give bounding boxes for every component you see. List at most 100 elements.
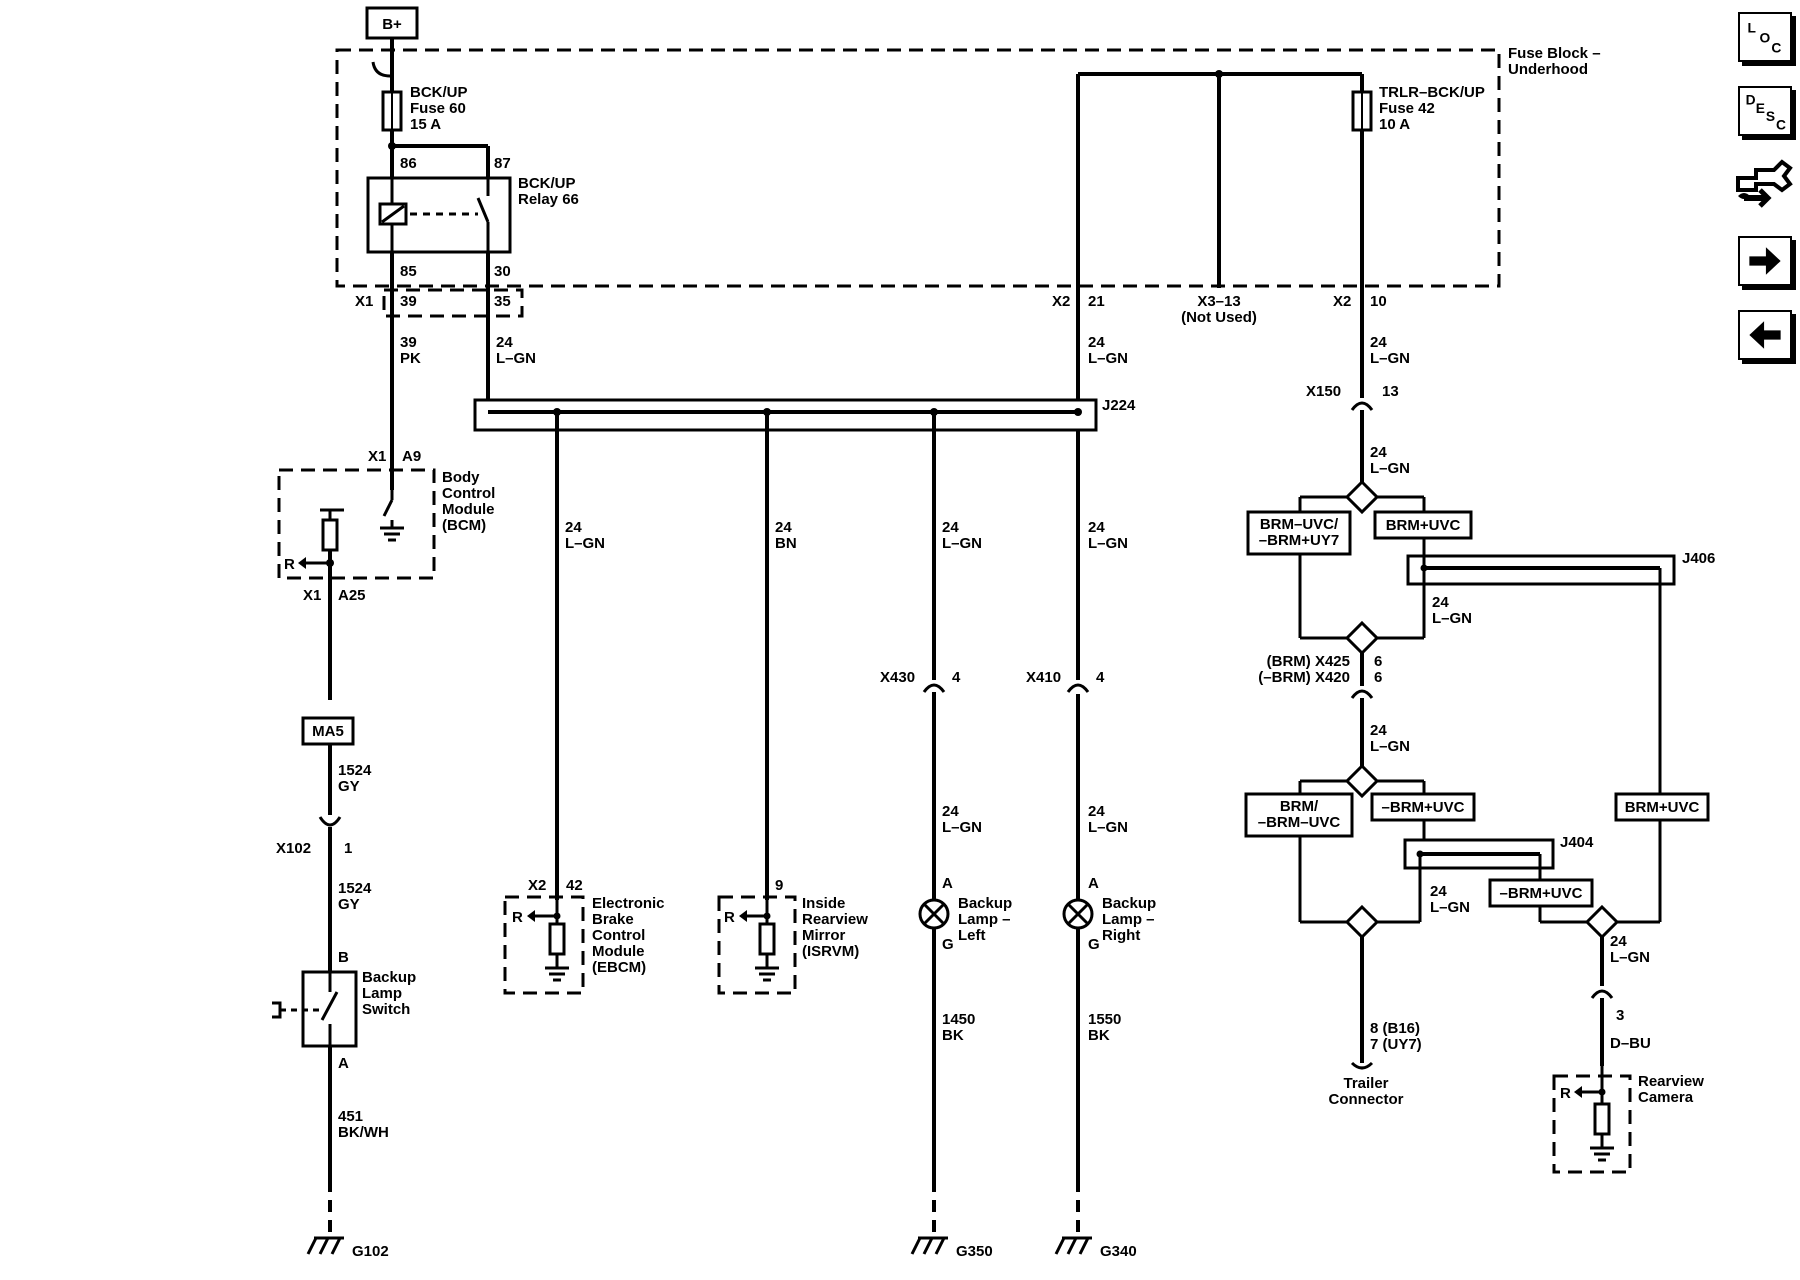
previous-page-button[interactable] — [1738, 310, 1792, 360]
svg-text:4: 4 — [1096, 669, 1105, 686]
svg-text:8 (B16)7 (UY7): 8 (B16)7 (UY7) — [1370, 1020, 1422, 1053]
svg-text:85: 85 — [400, 263, 417, 280]
isrvm-module — [717, 895, 797, 995]
bcm-module — [277, 468, 436, 580]
svg-text:G: G — [942, 936, 954, 953]
svg-text:24L–GN: 24L–GN — [1088, 519, 1128, 552]
svg-text:24L–GN: 24L–GN — [942, 803, 982, 836]
svg-text:24L–GN: 24L–GN — [1088, 334, 1128, 367]
trailer-connector-symbol — [1350, 1061, 1374, 1070]
option-diamond-1 — [1344, 479, 1380, 515]
svg-text:R: R — [512, 909, 523, 926]
svg-text:13: 13 — [1382, 383, 1399, 400]
svg-text:24L–GN: 24L–GN — [496, 334, 536, 367]
svg-text:39: 39 — [400, 293, 417, 310]
option-box-brm-plus-uvc-2 — [1614, 792, 1710, 822]
svg-text:X102: X102 — [276, 840, 311, 857]
connector-x430 — [922, 683, 946, 693]
backup-lamp-left — [918, 898, 950, 930]
ground-g340 — [1054, 1236, 1092, 1255]
svg-text:A: A — [942, 875, 953, 892]
svg-text:24L–GN: 24L–GN — [1610, 933, 1650, 966]
svg-text:Fuse Block –Underhood: Fuse Block –Underhood — [1508, 45, 1601, 78]
svg-text:E: E — [1756, 101, 1765, 116]
svg-text:4: 4 — [952, 669, 961, 686]
option-box-minus-brm-plus-uvc-2 — [1488, 878, 1594, 908]
connector-camera — [1590, 989, 1614, 999]
svg-text:24L–GN: 24L–GN — [1370, 722, 1410, 755]
splice-j224 — [473, 398, 1098, 432]
connector-x102 — [318, 816, 342, 827]
svg-text:24L–GN: 24L–GN — [1370, 334, 1410, 367]
svg-text:X430: X430 — [880, 669, 915, 686]
svg-text:1: 1 — [344, 840, 352, 857]
svg-text:A25: A25 — [338, 587, 366, 604]
arrow-right-icon — [1749, 247, 1781, 275]
description-button[interactable]: D E S C — [1738, 86, 1792, 136]
svg-text:21: 21 — [1088, 293, 1105, 310]
svg-text:X1: X1 — [355, 293, 373, 310]
next-page-button[interactable] — [1738, 236, 1792, 286]
svg-text:MA5: MA5 — [312, 723, 344, 740]
svg-text:X3–13(Not Used): X3–13(Not Used) — [1181, 293, 1257, 326]
svg-text:A: A — [1088, 875, 1099, 892]
svg-text:87: 87 — [494, 155, 511, 172]
svg-text:X2: X2 — [1333, 293, 1351, 310]
svg-text:–BRM+UVC: –BRM+UVC — [1382, 799, 1465, 816]
svg-text:D–BU: D–BU — [1610, 1035, 1651, 1052]
svg-text:BRM–UVC/–BRM+UY7: BRM–UVC/–BRM+UY7 — [1259, 516, 1339, 549]
svg-text:BRM+UVC: BRM+UVC — [1625, 799, 1700, 816]
svg-text:86: 86 — [400, 155, 417, 172]
svg-text:24L–GN: 24L–GN — [1430, 883, 1470, 916]
svg-text:3: 3 — [1616, 1007, 1624, 1024]
svg-text:C: C — [1776, 117, 1786, 132]
option-diamond-4 — [1344, 904, 1380, 940]
svg-text:9: 9 — [775, 877, 783, 894]
backup-lamp-right — [1062, 898, 1094, 930]
svg-text:24L–GN: 24L–GN — [565, 519, 605, 552]
svg-text:A9: A9 — [402, 448, 421, 465]
svg-text:24L–GN: 24L–GN — [1370, 444, 1410, 477]
svg-text:L: L — [1748, 20, 1756, 35]
svg-text:66: 66 — [1374, 653, 1382, 686]
location-button[interactable]: L O C — [1738, 12, 1792, 62]
svg-text:–BRM+UVC: –BRM+UVC — [1500, 885, 1583, 902]
svg-text:X1: X1 — [303, 587, 321, 604]
option-box-brm-uvc — [1246, 510, 1352, 556]
svg-text:R: R — [1560, 1085, 1571, 1102]
svg-text:R: R — [724, 909, 735, 926]
svg-text:24L–GN: 24L–GN — [1432, 594, 1472, 627]
rearview-camera — [1552, 1074, 1632, 1174]
battery-label: B+ — [382, 16, 402, 33]
svg-text:A: A — [338, 1055, 349, 1072]
svg-text:(BRM) X425(–BRM) X420: (BRM) X425(–BRM) X420 — [1258, 653, 1350, 686]
svg-text:O: O — [1759, 31, 1770, 46]
svg-text:D: D — [1746, 93, 1756, 108]
svg-text:X1: X1 — [368, 448, 386, 465]
ground-g350 — [910, 1236, 948, 1255]
connector-tools-icon[interactable] — [1734, 154, 1796, 212]
svg-text:G350: G350 — [956, 1243, 993, 1260]
svg-text:X410: X410 — [1026, 669, 1061, 686]
svg-text:X2: X2 — [528, 877, 546, 894]
svg-text:BRM+UVC: BRM+UVC — [1386, 517, 1461, 534]
svg-text:J406: J406 — [1682, 550, 1715, 567]
svg-text:X150: X150 — [1306, 383, 1341, 400]
svg-text:24L–GN: 24L–GN — [942, 519, 982, 552]
svg-text:S: S — [1766, 109, 1775, 124]
